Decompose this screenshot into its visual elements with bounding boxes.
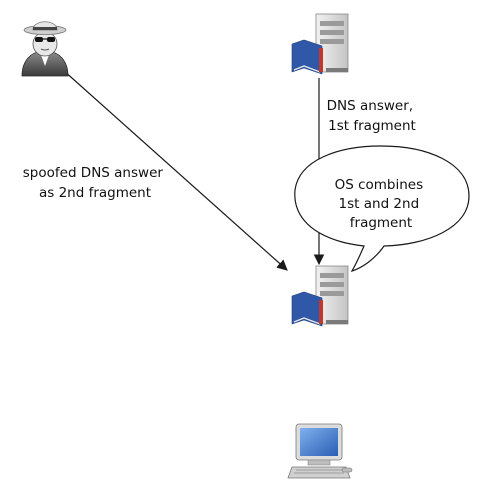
dns-answer-label-line2: 1st fragment (328, 118, 416, 134)
os-combines-bubble (294, 145, 470, 272)
os-combines-label-line1: OS combines (335, 177, 424, 193)
server-icon (291, 265, 349, 327)
spoofed-answer-label: spoofed DNS answer as 2nd fragment (23, 165, 167, 201)
os-combines-label-line2: 1st and 2nd (339, 196, 420, 212)
spoofed-answer-arrow (62, 69, 288, 271)
server-icon (291, 13, 349, 75)
spy-icon (21, 21, 69, 77)
dns-answer-label-line1: DNS answer, (327, 98, 413, 114)
os-combines-label: OS combines 1st and 2nd fragment (335, 177, 428, 231)
spoofed-answer-label-line2: as 2nd fragment (39, 185, 151, 201)
computer-icon (287, 423, 353, 479)
os-combines-label-line3: fragment (350, 215, 412, 231)
spoofed-answer-label-line1: spoofed DNS answer (23, 165, 164, 181)
dns-answer-label: DNS answer, 1st fragment (327, 98, 418, 134)
